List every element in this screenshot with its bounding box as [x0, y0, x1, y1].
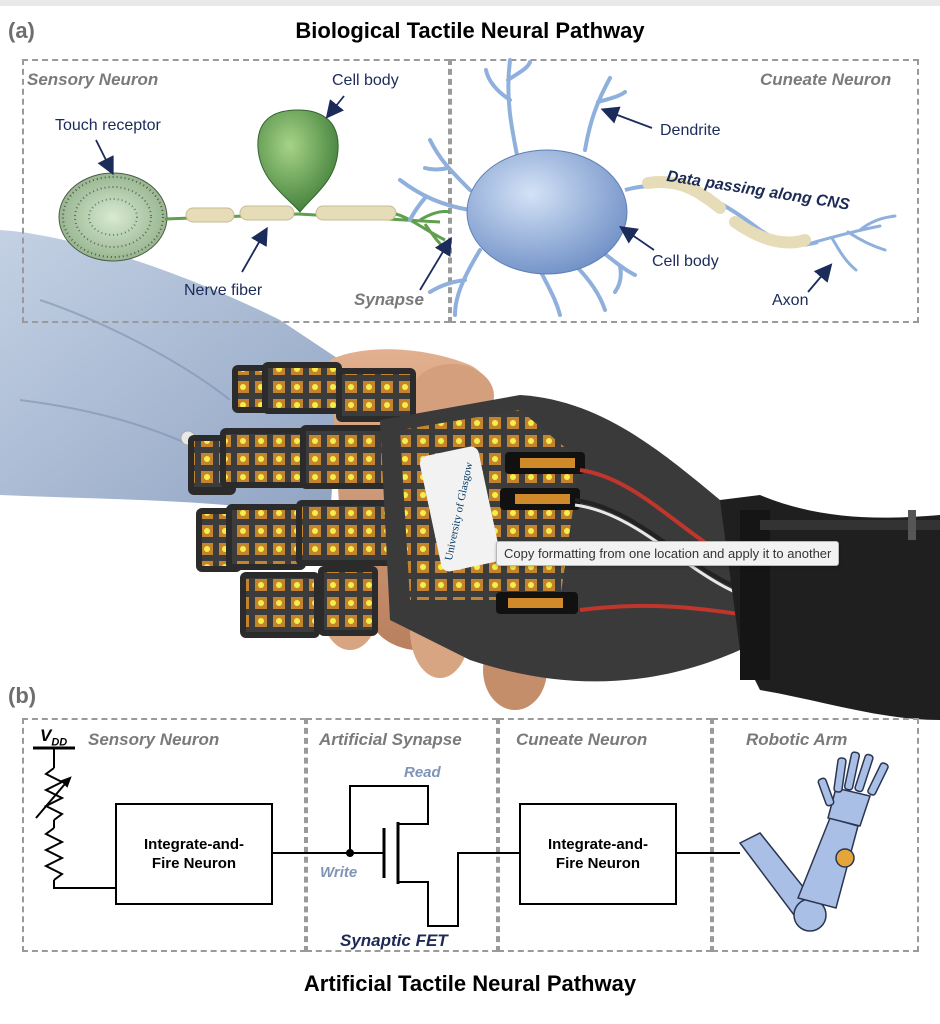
variable-resistor [43, 767, 65, 821]
cuneate-neuron-box-title: Cuneate Neuron [760, 70, 892, 89]
neuron-block-2-text: Integrate-and- Fire Neuron [520, 835, 676, 873]
label-cell-body-sensory: Cell body [332, 72, 399, 89]
label-nerve-fiber: Nerve fiber [184, 282, 263, 299]
neuron-illustration [58, 58, 897, 317]
axon-myelin [729, 216, 811, 249]
axon-terminals [813, 214, 897, 272]
label-axon: Axon [772, 292, 809, 309]
label-synapse: Synapse [354, 290, 424, 309]
vdd-label: VDD [40, 726, 68, 749]
cuneate-neuron-box [450, 59, 919, 323]
sensory-neuron-circuit-box [22, 718, 306, 952]
synaptic-fet-label: Synaptic FET [340, 931, 448, 950]
write-label: Write [320, 864, 358, 881]
synapse-terminals [395, 210, 451, 254]
sensory-neuron-circuit-title: Sensory Neuron [88, 730, 220, 749]
panel-a-label: (a) [8, 18, 35, 43]
sensory-neuron-box [22, 59, 450, 323]
axon-myelin [642, 176, 726, 214]
cuneate-cell-body [466, 149, 628, 275]
robotic-arm-title: Robotic Arm [746, 730, 848, 749]
nerve-fiber-segment [315, 205, 397, 221]
label-touch-receptor: Touch receptor [55, 117, 161, 134]
robotic-arm-box [712, 718, 919, 952]
touch-receptor-shape [58, 172, 168, 262]
read-label: Read [404, 764, 441, 781]
neuron-block-1-line-2: Fire Neuron [151, 855, 237, 872]
handshake-photo: University of Glasgow [0, 230, 940, 720]
label-dendrite: Dendrite [660, 122, 721, 139]
neuron-block-1-line-1: Integrate-and- [143, 836, 244, 853]
panel-b-label: (b) [8, 683, 37, 708]
neuron-block-2-line-2: Fire Neuron [555, 855, 641, 872]
nerve-fiber-segment [185, 207, 235, 223]
cuneate-neuron-circuit-title: Cuneate Neuron [516, 730, 648, 749]
neuron-block-2-line-1: Integrate-and- [547, 836, 648, 853]
sensory-neuron-box-title: Sensory Neuron [27, 70, 159, 89]
nerve-fiber-segment [239, 205, 295, 221]
sensory-cell-body [257, 109, 339, 213]
top-strip [0, 0, 940, 6]
robotic-arm-icon [738, 751, 889, 932]
fixed-resistor [43, 827, 65, 881]
artificial-synapse-box [306, 718, 498, 952]
panel-a-title: Biological Tactile Neural Pathway [295, 18, 645, 43]
artificial-synapse-title: Artificial Synapse [319, 730, 462, 749]
format-painter-tooltip: Copy formatting from one location and ap… [496, 541, 840, 566]
label-cell-body-cuneate: Cell body [652, 253, 719, 270]
panel-b-title: Artificial Tactile Neural Pathway [303, 971, 637, 996]
cuneate-neuron-circuit-box [498, 718, 712, 952]
circuit-diagram [33, 746, 889, 932]
neuron-block-1-text: Integrate-and- Fire Neuron [116, 835, 272, 873]
